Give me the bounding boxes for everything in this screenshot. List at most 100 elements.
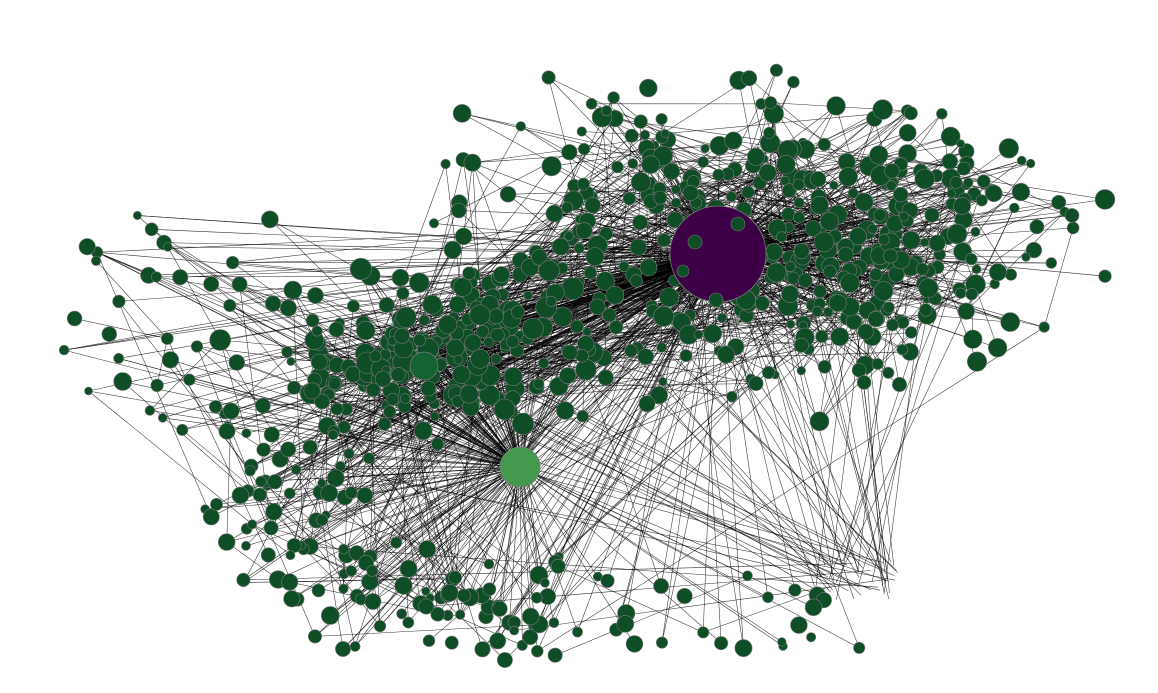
graph-node: [349, 641, 361, 652]
graph-node: [515, 121, 526, 132]
graph-edge: [365, 253, 719, 564]
graph-node: [928, 234, 946, 252]
graph-node: [919, 237, 929, 247]
graph-node: [218, 422, 236, 440]
graph-node: [1094, 189, 1116, 210]
graph-node: [872, 99, 893, 120]
graph-node: [263, 520, 279, 536]
graph-node: [813, 231, 835, 253]
graph-edge: [277, 466, 521, 580]
graph-node: [653, 305, 675, 327]
graph-edge: [472, 162, 482, 306]
graph-edge: [519, 466, 784, 647]
graph-edge: [449, 253, 719, 593]
graph-node: [954, 287, 967, 299]
graph-edge: [151, 229, 719, 255]
graph-node: [570, 319, 584, 334]
graph-edge: [96, 252, 315, 341]
graph-node: [255, 475, 267, 488]
graph-node: [873, 208, 887, 222]
graph-node: [605, 285, 625, 305]
graph-edge: [401, 466, 521, 614]
graph-edge: [364, 466, 521, 496]
graph-node: [256, 442, 271, 457]
graph-node: [965, 253, 978, 266]
graph-edge: [137, 215, 719, 255]
graph-node: [724, 131, 743, 150]
graph-edge: [721, 317, 802, 371]
graph-node: [611, 160, 624, 174]
graph-node: [793, 197, 805, 209]
graph-edge: [167, 246, 719, 255]
graph-node: [452, 104, 472, 123]
graph-edge: [478, 351, 910, 367]
graph-node: [936, 108, 948, 120]
graph-edge: [74, 318, 168, 339]
graph-edge: [392, 253, 719, 400]
graph-node: [717, 345, 735, 364]
graph-node: [101, 326, 118, 342]
graph-node: [151, 271, 163, 283]
graph-node: [624, 344, 638, 358]
graph-node: [904, 106, 918, 121]
graph-node: [609, 320, 624, 335]
graph-edge: [340, 466, 521, 468]
graph-edge: [828, 251, 963, 580]
graph-node: [305, 313, 320, 328]
graph-node: [428, 218, 439, 229]
graph-node: [1021, 252, 1031, 262]
graph-node: [815, 329, 829, 343]
graph-node: [987, 338, 1008, 358]
graph-edge: [389, 411, 890, 582]
graph-node: [919, 303, 933, 317]
graph-node: [819, 212, 839, 232]
graph-edge: [151, 229, 521, 468]
graph-edge: [245, 466, 521, 547]
graph-node: [786, 319, 796, 329]
graph-node: [966, 351, 987, 372]
graph-node: [328, 321, 345, 338]
graph-edge: [519, 466, 599, 577]
graph-node: [989, 263, 1007, 282]
graph-node: [597, 369, 614, 386]
graph-node: [390, 367, 406, 383]
graph-node: [806, 632, 817, 643]
graph-node: [510, 305, 525, 320]
graph-node: [457, 588, 471, 603]
graph-node: [338, 583, 349, 594]
graph-node: [649, 386, 668, 405]
graph-node: [538, 357, 550, 369]
graph-edge: [585, 369, 662, 587]
graph-edge: [836, 240, 912, 600]
graph-edge: [229, 305, 334, 435]
graph-edge: [519, 466, 523, 646]
graph-node: [511, 412, 535, 435]
graph-node: [638, 395, 656, 413]
graph-node: [914, 168, 935, 190]
graph-node: [776, 155, 796, 175]
graph-node: [781, 183, 797, 198]
graph-edge: [260, 466, 521, 482]
graph-edge: [462, 113, 655, 157]
graph-node: [953, 196, 972, 215]
graph-node: [399, 559, 418, 578]
graph-node: [314, 393, 330, 410]
graph-node: [602, 308, 617, 323]
graph-node: [545, 295, 557, 307]
graph-edge: [645, 356, 833, 590]
graph-node: [283, 280, 303, 300]
graph-edge: [873, 178, 952, 215]
graph-node: [769, 63, 783, 77]
graph-node: [490, 353, 502, 365]
graph-node: [551, 237, 570, 256]
graph-node: [538, 260, 560, 282]
graph-edge: [519, 466, 818, 596]
graph-edge: [520, 164, 651, 261]
graph-node: [283, 487, 296, 500]
graph-node: [531, 644, 544, 658]
graph-node: [956, 139, 966, 148]
graph-node: [575, 359, 597, 381]
graph-node: [629, 238, 648, 256]
graph-node: [521, 607, 540, 626]
